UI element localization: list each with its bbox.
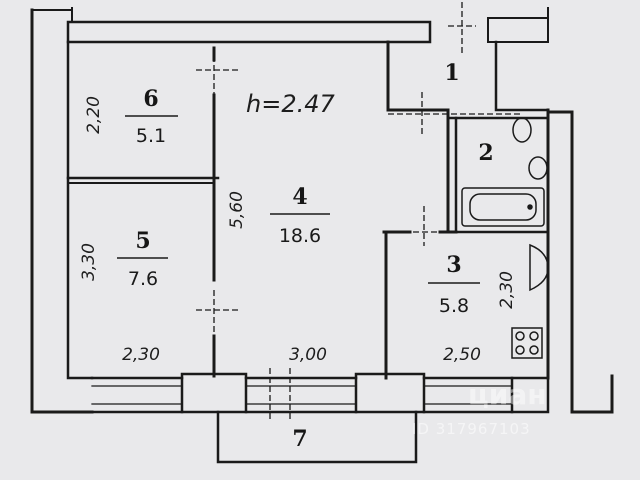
walls: [30, 7, 614, 464]
axis-marks: [196, 2, 520, 420]
room-5-area: 7.6: [128, 268, 158, 290]
room-6-label: 6 5.1: [125, 86, 178, 147]
dim-room5-side: 3,30: [79, 243, 99, 281]
room-3-label: 3 5.8: [428, 252, 480, 317]
dim-room3-bottom: 2,50: [443, 345, 481, 365]
watermark-id: ID 317967103: [412, 420, 531, 438]
room-5-number: 5: [135, 228, 150, 254]
stove-icon: [511, 327, 543, 359]
dim-room6-side: 2,20: [84, 96, 104, 134]
ceiling-height: h=2.47: [246, 90, 335, 118]
watermark-logo: циан: [468, 378, 547, 411]
room-4-number: 4: [292, 184, 307, 210]
dim-room4-side: 5,60: [227, 191, 247, 229]
room-3-area: 5.8: [439, 295, 469, 317]
room-5-label: 5 7.6: [117, 228, 168, 290]
watermark: циан ID 317967103: [412, 378, 547, 438]
room-2-number: 2: [478, 140, 493, 166]
room-6-number: 6: [143, 86, 158, 112]
dim-room5-bottom: 2,30: [122, 345, 160, 365]
room-7-number: 7: [292, 426, 307, 452]
room-3-number: 3: [446, 252, 461, 278]
room-1-number: 1: [444, 60, 459, 86]
bathroom-fixtures: [461, 117, 549, 359]
room-4-area: 18.6: [279, 225, 321, 247]
room-4-label: 4 18.6: [270, 184, 330, 247]
dim-room4-bottom: 3,00: [289, 345, 327, 365]
toilet-icon: [512, 117, 532, 143]
washbasin-icon: [528, 156, 548, 180]
bathtub-icon: [461, 187, 545, 227]
dim-room3-side: 2,30: [497, 271, 517, 309]
kitchen-sink-icon: [529, 243, 549, 292]
room-6-area: 5.1: [136, 125, 166, 147]
